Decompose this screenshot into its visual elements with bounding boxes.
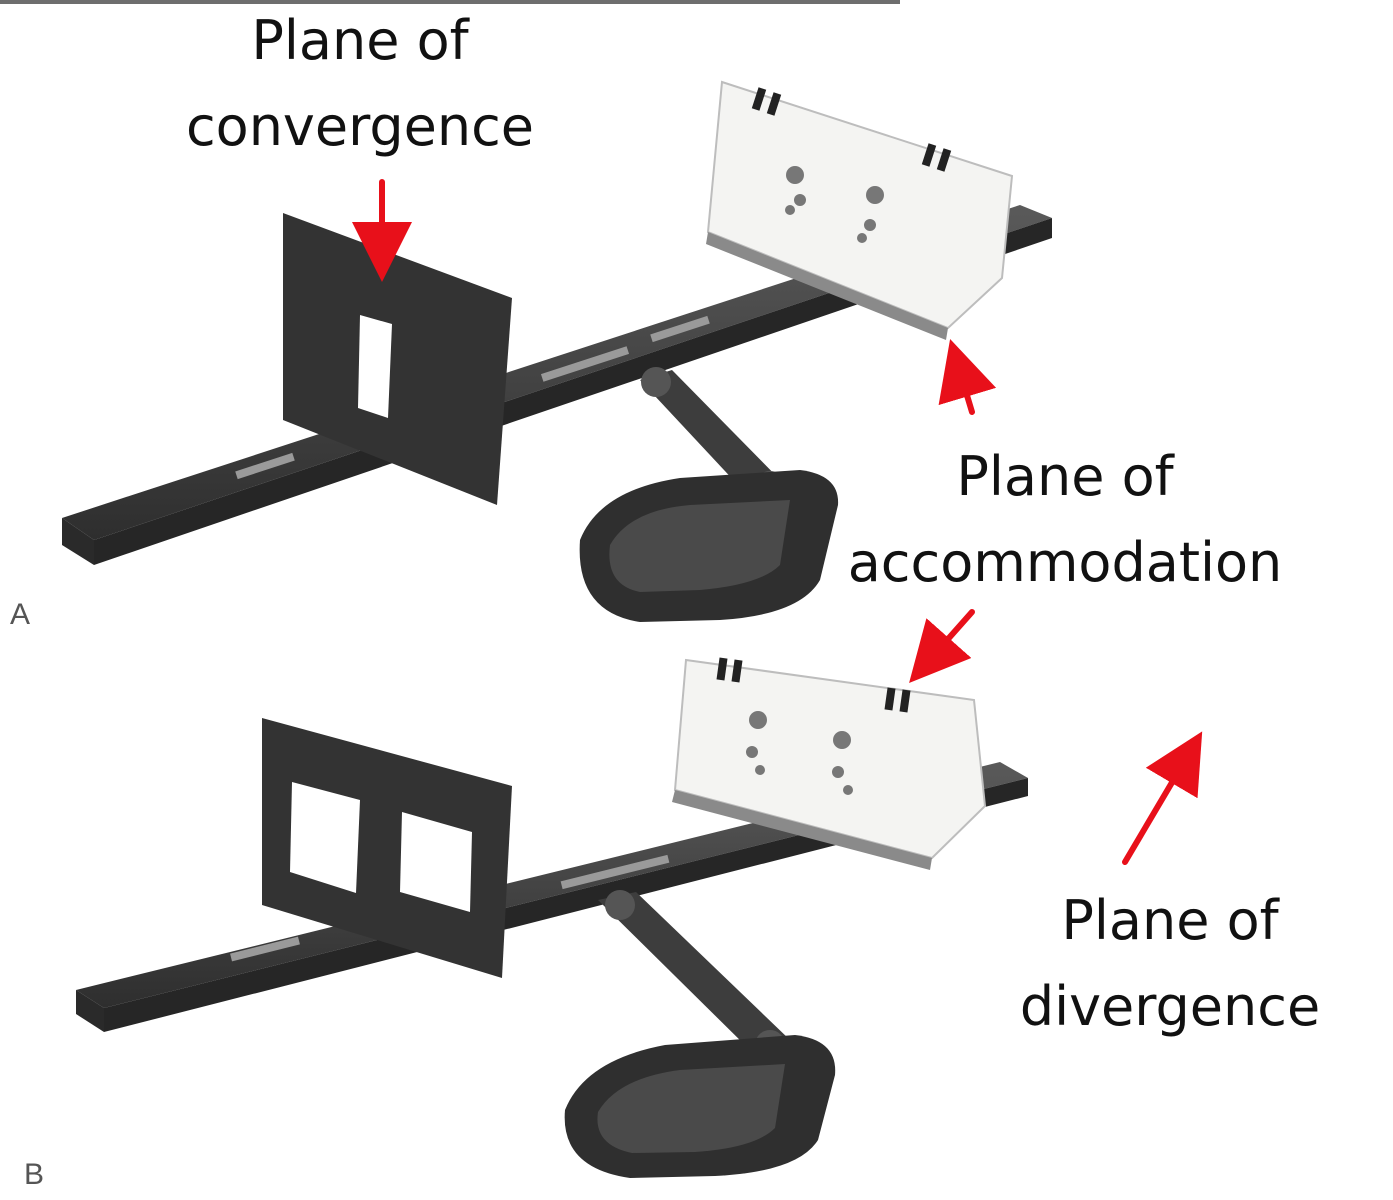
accommodation-label-line2: accommodation [820, 520, 1310, 606]
accommodation-label-line1: Plane of [820, 434, 1310, 520]
accommodation-arrow-down [925, 612, 972, 665]
convergence-label-line1: Plane of [170, 0, 550, 84]
divergence-label-line1: Plane of [1000, 878, 1340, 964]
panel-label-a: A [10, 598, 30, 632]
panel-label-b: B [24, 1158, 44, 1192]
divergence-arrow [1125, 752, 1190, 862]
divergence-label: Plane of divergence [1000, 878, 1340, 1050]
accommodation-label: Plane of accommodation [820, 434, 1310, 606]
convergence-label: Plane of convergence [170, 0, 550, 170]
device-a-reading-card [708, 82, 1012, 328]
divergence-label-line2: divergence [1000, 964, 1340, 1050]
device-b [76, 658, 1028, 1178]
accommodation-arrow-up [957, 362, 972, 412]
convergence-label-line2: convergence [170, 84, 550, 170]
device-b-reading-card [675, 660, 985, 858]
